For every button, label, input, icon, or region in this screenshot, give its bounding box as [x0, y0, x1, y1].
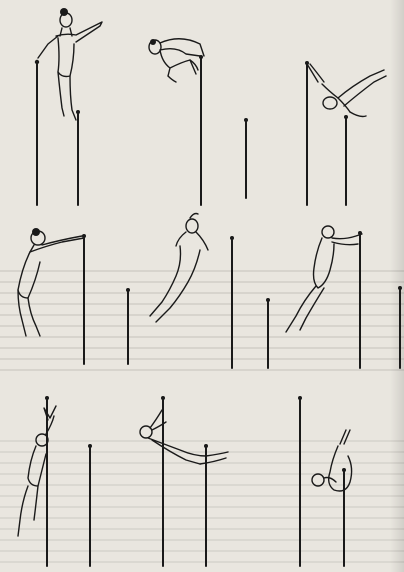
figure-9-tucked-roll [298, 396, 352, 566]
figure-3-split-leap [305, 61, 386, 205]
figure-4-standing-reaching [18, 228, 130, 364]
figure-7-hanging-from-pole [18, 396, 92, 566]
figure-1-standing-arms-out [35, 8, 102, 205]
figure-6-leaping-arms-up [286, 226, 402, 368]
figure-8-horizontal-swing [140, 396, 228, 566]
figure-5-diving-forward [150, 214, 270, 369]
figure-2-crouched-on-pole [149, 39, 248, 205]
